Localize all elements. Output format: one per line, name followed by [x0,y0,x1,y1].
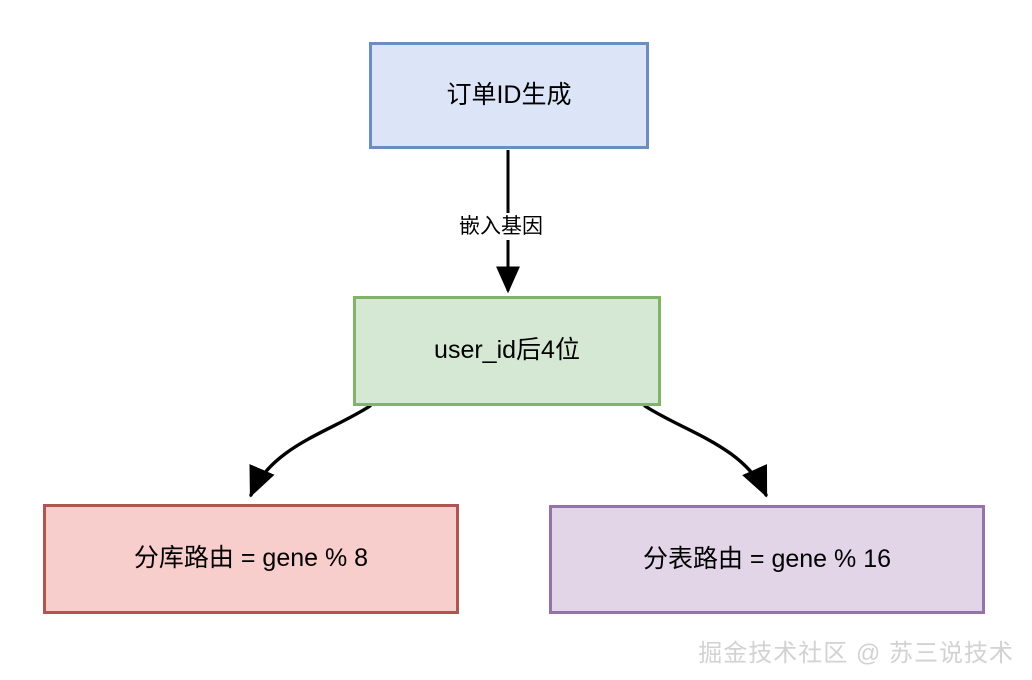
watermark-text: 掘金技术社区 @ 苏三说技术 [698,640,1014,667]
node-db-route-label: 分库路由 = gene % 8 [133,544,369,573]
node-order-id-label: 订单ID生成 [446,80,572,109]
node-order-id[interactable]: 订单ID生成 [369,42,649,149]
node-user-id-gene[interactable]: user_id后4位 [353,296,661,406]
edge-curve-db-route [249,404,372,498]
node-table-route[interactable]: 分表路由 = gene % 16 [549,505,985,614]
edge-curve-table-route [643,404,768,498]
node-table-route-label: 分表路由 = gene % 16 [642,544,892,573]
edge-user-id-gene-to-db-route [249,404,372,498]
node-user-id-gene-label: user_id后4位 [434,336,580,365]
node-db-route[interactable]: 分库路由 = gene % 8 [43,504,459,614]
edge-label-embed-gene: 嵌入基因 [455,213,547,240]
edge-user-id-gene-to-table-route [643,404,768,498]
